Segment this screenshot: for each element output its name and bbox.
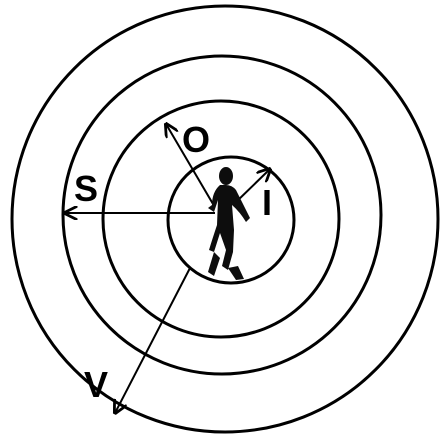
label-inner: I xyxy=(262,182,272,223)
label-visual: V xyxy=(84,364,108,405)
walking-person-icon xyxy=(208,167,250,280)
label-outer: O xyxy=(182,119,210,160)
zone-labels: I O S V xyxy=(74,119,272,405)
label-social: S xyxy=(74,168,98,209)
